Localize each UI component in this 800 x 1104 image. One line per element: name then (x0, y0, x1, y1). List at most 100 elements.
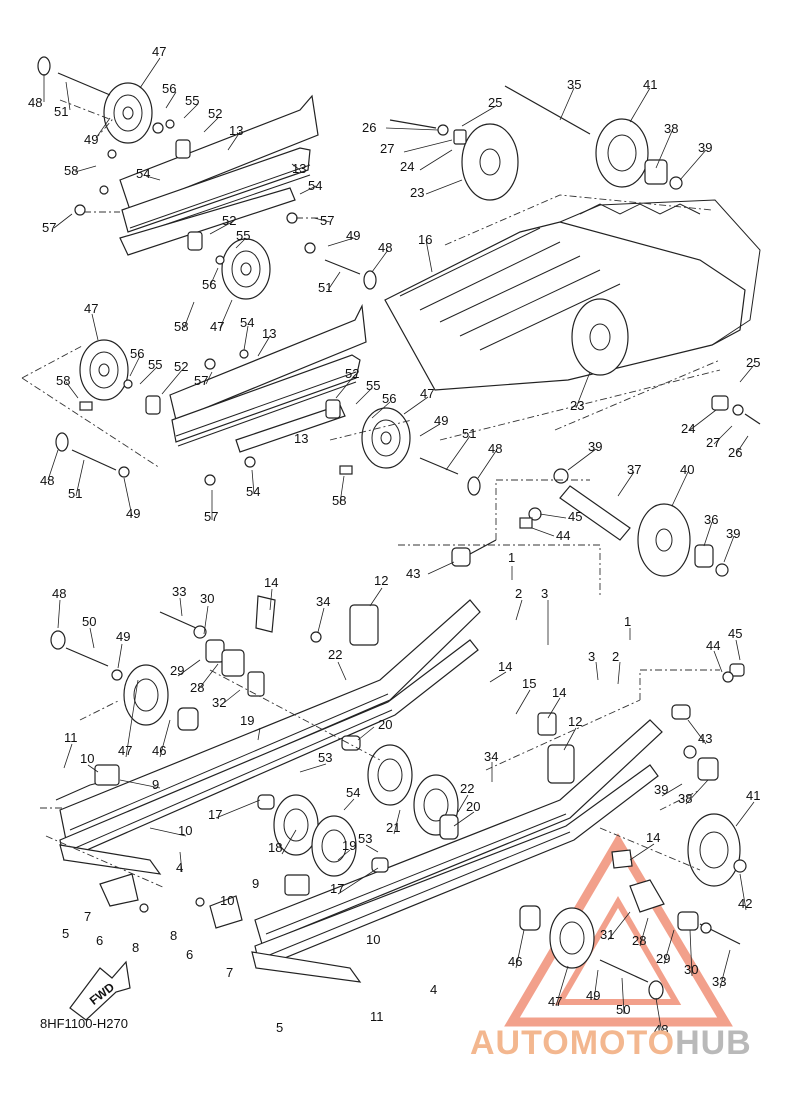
callout-48d: 48 (488, 441, 502, 456)
callout-28: 28 (190, 680, 204, 695)
callout-8b: 8 (132, 940, 139, 955)
callout-54d: 54 (246, 484, 260, 499)
callout-10c: 10 (220, 893, 234, 908)
callout-56: 56 (162, 81, 176, 96)
callout-40: 40 (680, 462, 694, 477)
callout-56d: 56 (382, 391, 396, 406)
callout-1: 1 (508, 550, 515, 565)
callout-14d: 14 (646, 830, 660, 845)
callout-4b: 4 (430, 982, 437, 997)
callout-48: 48 (28, 95, 42, 110)
callout-11: 11 (64, 730, 78, 745)
callout-5: 5 (62, 926, 69, 941)
callout-16: 16 (418, 232, 432, 247)
callout-47c: 47 (84, 301, 98, 316)
callout-32: 32 (212, 695, 226, 710)
fwd-arrow-icon: FWD (69, 960, 131, 1021)
callout-3b: 3 (588, 649, 595, 664)
callout-1b: 1 (624, 614, 631, 629)
callout-58: 58 (64, 163, 78, 178)
callout-27b: 27 (706, 435, 720, 450)
callout-9b: 9 (252, 876, 259, 891)
callout-22: 22 (328, 647, 342, 662)
callout-49c: 49 (434, 413, 448, 428)
callout-34: 34 (316, 594, 330, 609)
callout-54: 54 (136, 166, 150, 181)
callout-51b: 51 (318, 280, 332, 295)
callout-58b: 58 (174, 319, 188, 334)
callout-15: 15 (522, 676, 536, 691)
callout-51d: 51 (68, 486, 82, 501)
callout-51c: 51 (462, 426, 476, 441)
callout-27: 27 (380, 141, 394, 156)
callout-21: 21 (386, 820, 400, 835)
callout-57c: 57 (194, 373, 208, 388)
callout-4: 4 (176, 860, 183, 875)
middle-left-rail-assembly (21, 303, 481, 496)
callout-52: 52 (208, 106, 222, 121)
callout-17b: 17 (330, 881, 344, 896)
callout-46b: 46 (508, 954, 522, 969)
callout-26b: 26 (728, 445, 742, 460)
callout-49e: 49 (116, 629, 130, 644)
callout-14b: 14 (498, 659, 512, 674)
callout-56b: 56 (202, 277, 216, 292)
callout-49f: 49 (586, 988, 600, 1003)
callout-29: 29 (170, 663, 184, 678)
callout-58c: 58 (56, 373, 70, 388)
callout-47b: 47 (210, 319, 224, 334)
callout-7: 7 (84, 909, 91, 924)
callout-38: 38 (664, 121, 678, 136)
callout-55c: 55 (148, 357, 162, 372)
center-axle-assembly (398, 468, 729, 595)
callout-49d: 49 (126, 506, 140, 521)
callout-20: 20 (378, 717, 392, 732)
callout-57: 57 (42, 220, 56, 235)
callout-48b: 48 (378, 240, 392, 255)
callout-48c: 48 (40, 473, 54, 488)
upper-left-rail-assembly (37, 56, 377, 300)
callout-39d: 39 (654, 782, 668, 797)
diagram-code: 8HF1100-H270 (40, 1016, 128, 1031)
callout-37: 37 (627, 462, 641, 477)
callout-36: 36 (704, 512, 718, 527)
callout-49: 49 (84, 132, 98, 147)
callout-6: 6 (96, 933, 103, 948)
watermark-part-2: HUB (675, 1024, 752, 1062)
callout-31: 31 (600, 927, 614, 942)
callout-41b: 41 (746, 788, 760, 803)
callout-39b: 39 (588, 439, 602, 454)
callout-10: 10 (80, 751, 94, 766)
callout-57d: 57 (204, 509, 218, 524)
callout-24b: 24 (681, 421, 695, 436)
callout-18: 18 (268, 840, 282, 855)
callout-19: 19 (240, 713, 254, 728)
callout-13c: 13 (262, 326, 276, 341)
right-slide-rail (209, 663, 747, 1000)
callout-2b: 2 (612, 649, 619, 664)
callout-53: 53 (318, 750, 332, 765)
callout-8: 8 (170, 928, 177, 943)
callout-12: 12 (374, 573, 388, 588)
watermark-part-1: AUTOMOTO (470, 1024, 676, 1062)
callout-47f: 47 (548, 994, 562, 1009)
callout-14: 14 (264, 575, 278, 590)
callout-2: 2 (515, 586, 522, 601)
left-slide-rail (40, 595, 481, 913)
callout-38b: 38 (678, 791, 692, 806)
callout-57b: 57 (320, 213, 334, 228)
callout-54b: 54 (308, 178, 322, 193)
callout-6b: 6 (186, 947, 193, 962)
callout-25: 25 (488, 95, 502, 110)
callout-26: 26 (362, 120, 376, 135)
callout-12b: 12 (568, 714, 582, 729)
callout-50: 50 (82, 614, 96, 629)
callout-53b: 53 (358, 831, 372, 846)
callout-28b: 28 (632, 933, 646, 948)
callout-35: 35 (567, 77, 581, 92)
callout-10d: 10 (366, 932, 380, 947)
callout-23: 23 (410, 185, 424, 200)
callout-13: 13 (229, 123, 243, 138)
callout-41: 41 (643, 77, 657, 92)
